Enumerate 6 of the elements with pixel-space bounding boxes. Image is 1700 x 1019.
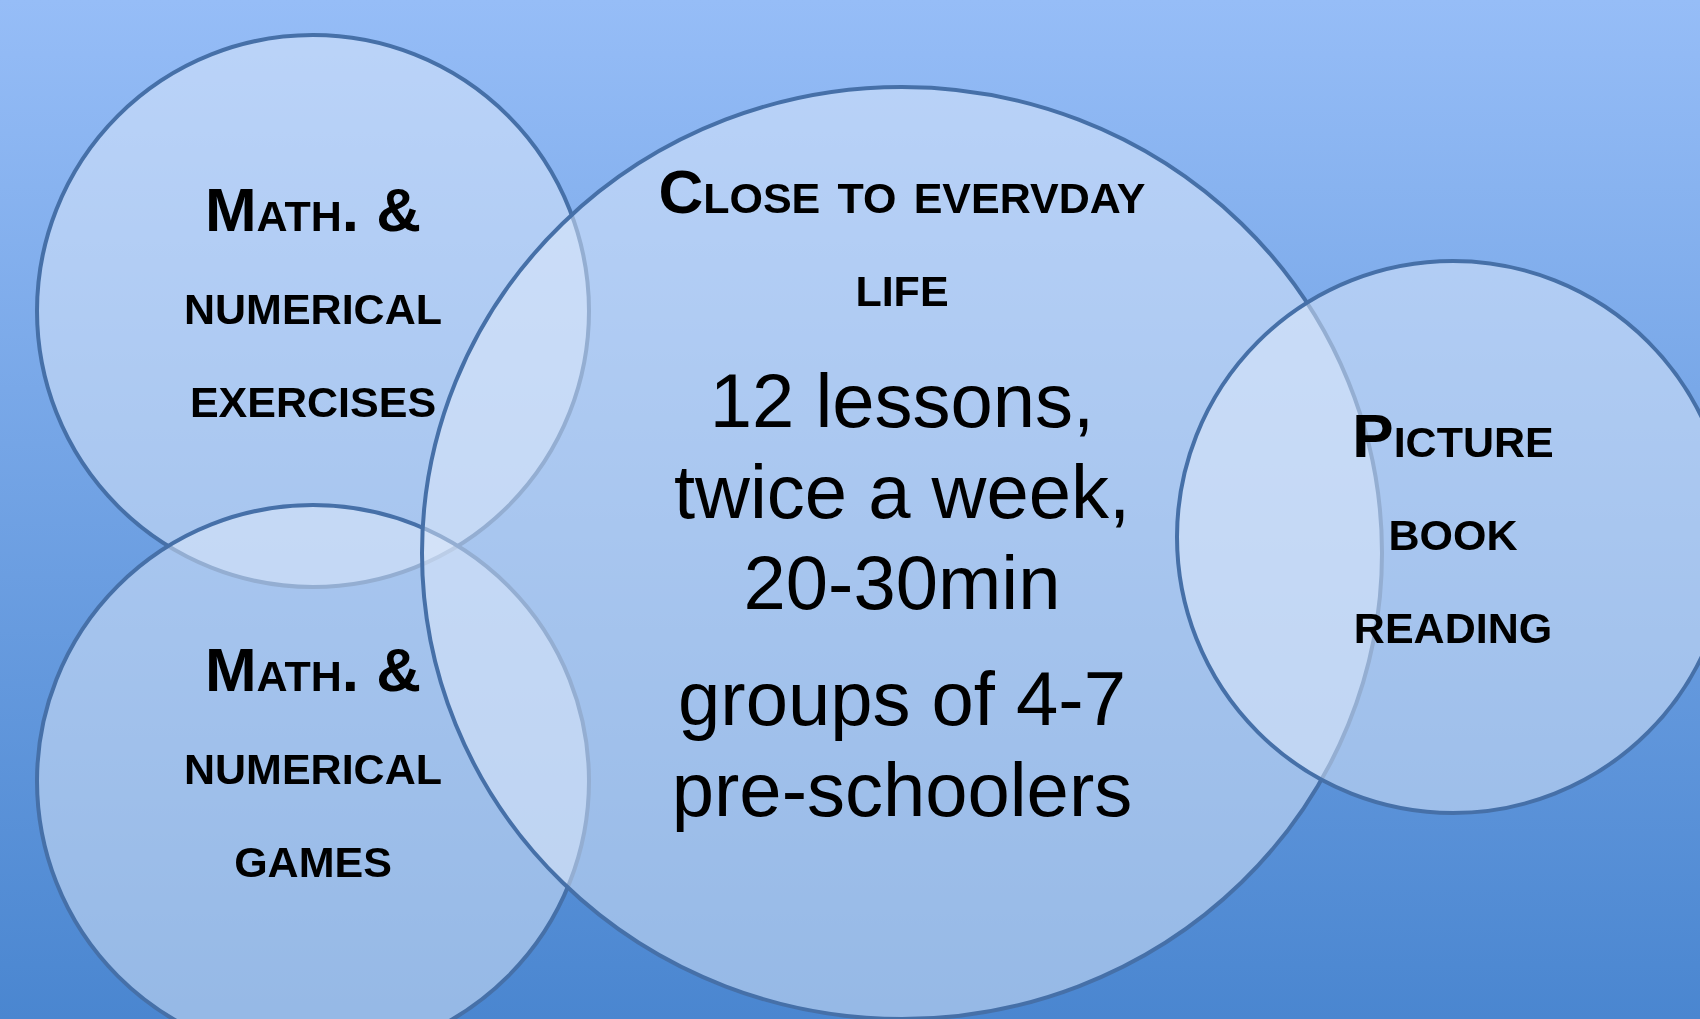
circle-heading: Math. & numerical games <box>183 634 443 892</box>
circle-text: 12 lessons, twice a week, 20-30min <box>672 357 1132 628</box>
circle-heading: Close to evervday life <box>657 156 1147 321</box>
circle-heading: Math. & numerical exercises <box>183 174 443 432</box>
circle-text: groups of 4-7 pre-schoolers <box>670 654 1134 834</box>
circle-heading: Picture book reading <box>1351 400 1555 658</box>
